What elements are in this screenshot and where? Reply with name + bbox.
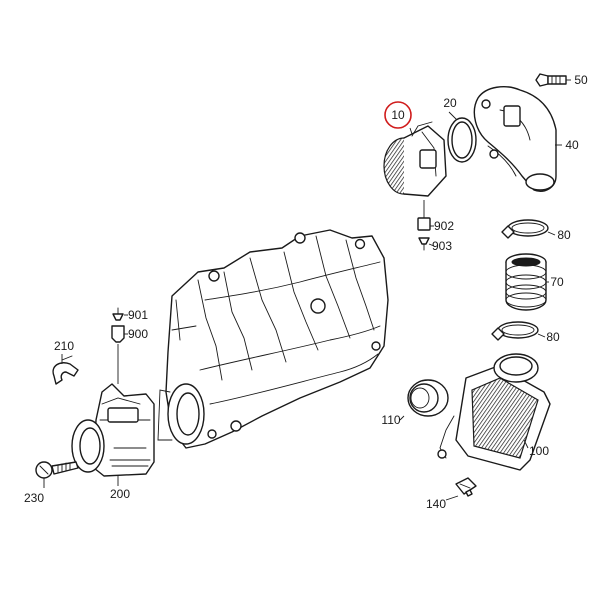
air-flow-meter-part-10[interactable] (383, 121, 447, 197)
callout-100[interactable]: 100 (529, 444, 549, 458)
callout-80-lower[interactable]: 80 (546, 330, 560, 344)
o-ring-seal-part-20[interactable] (447, 117, 477, 163)
callout-210[interactable]: 210 (54, 339, 74, 353)
sensor-part-900[interactable] (111, 325, 125, 384)
callout-20[interactable]: 20 (443, 96, 457, 110)
throttle-body-part-200[interactable] (71, 383, 155, 477)
intake-elbow-part-40[interactable] (473, 86, 557, 192)
callout-10[interactable]: 10 (391, 108, 405, 122)
callout-200[interactable]: 200 (110, 487, 130, 501)
callout-40[interactable]: 40 (565, 138, 579, 152)
air-filter-housing-part-100[interactable] (437, 353, 551, 471)
callout-901[interactable]: 901 (128, 308, 148, 322)
callout-903[interactable]: 903 (432, 239, 452, 253)
hose-clamp-lower-part-80[interactable] (491, 321, 539, 341)
callout-50[interactable]: 50 (574, 73, 588, 87)
callout-140[interactable]: 140 (426, 497, 446, 511)
bolt-part-140[interactable] (455, 477, 477, 497)
connector-part-902[interactable] (417, 200, 431, 231)
spring-clip-part-210[interactable] (52, 355, 79, 385)
sensor-tip-part-901[interactable] (112, 307, 124, 321)
callout-110[interactable]: 110 (381, 413, 400, 427)
callout-80-upper[interactable]: 80 (557, 228, 571, 242)
callout-900[interactable]: 900 (128, 327, 148, 341)
bellows-hose-part-70[interactable] (505, 253, 547, 311)
hose-clamp-upper-part-80[interactable] (501, 219, 549, 239)
screw-part-230[interactable] (35, 461, 79, 479)
callout-902[interactable]: 902 (434, 219, 454, 233)
sleeve-part-110[interactable] (407, 379, 449, 417)
plug-part-903[interactable] (418, 237, 430, 251)
leader-lines (43, 79, 571, 501)
bolt-part-50[interactable] (535, 73, 567, 87)
callout-70[interactable]: 70 (550, 275, 564, 289)
intake-manifold[interactable] (157, 229, 389, 449)
highlight-ring (384, 101, 412, 129)
callout-230[interactable]: 230 (24, 491, 44, 505)
